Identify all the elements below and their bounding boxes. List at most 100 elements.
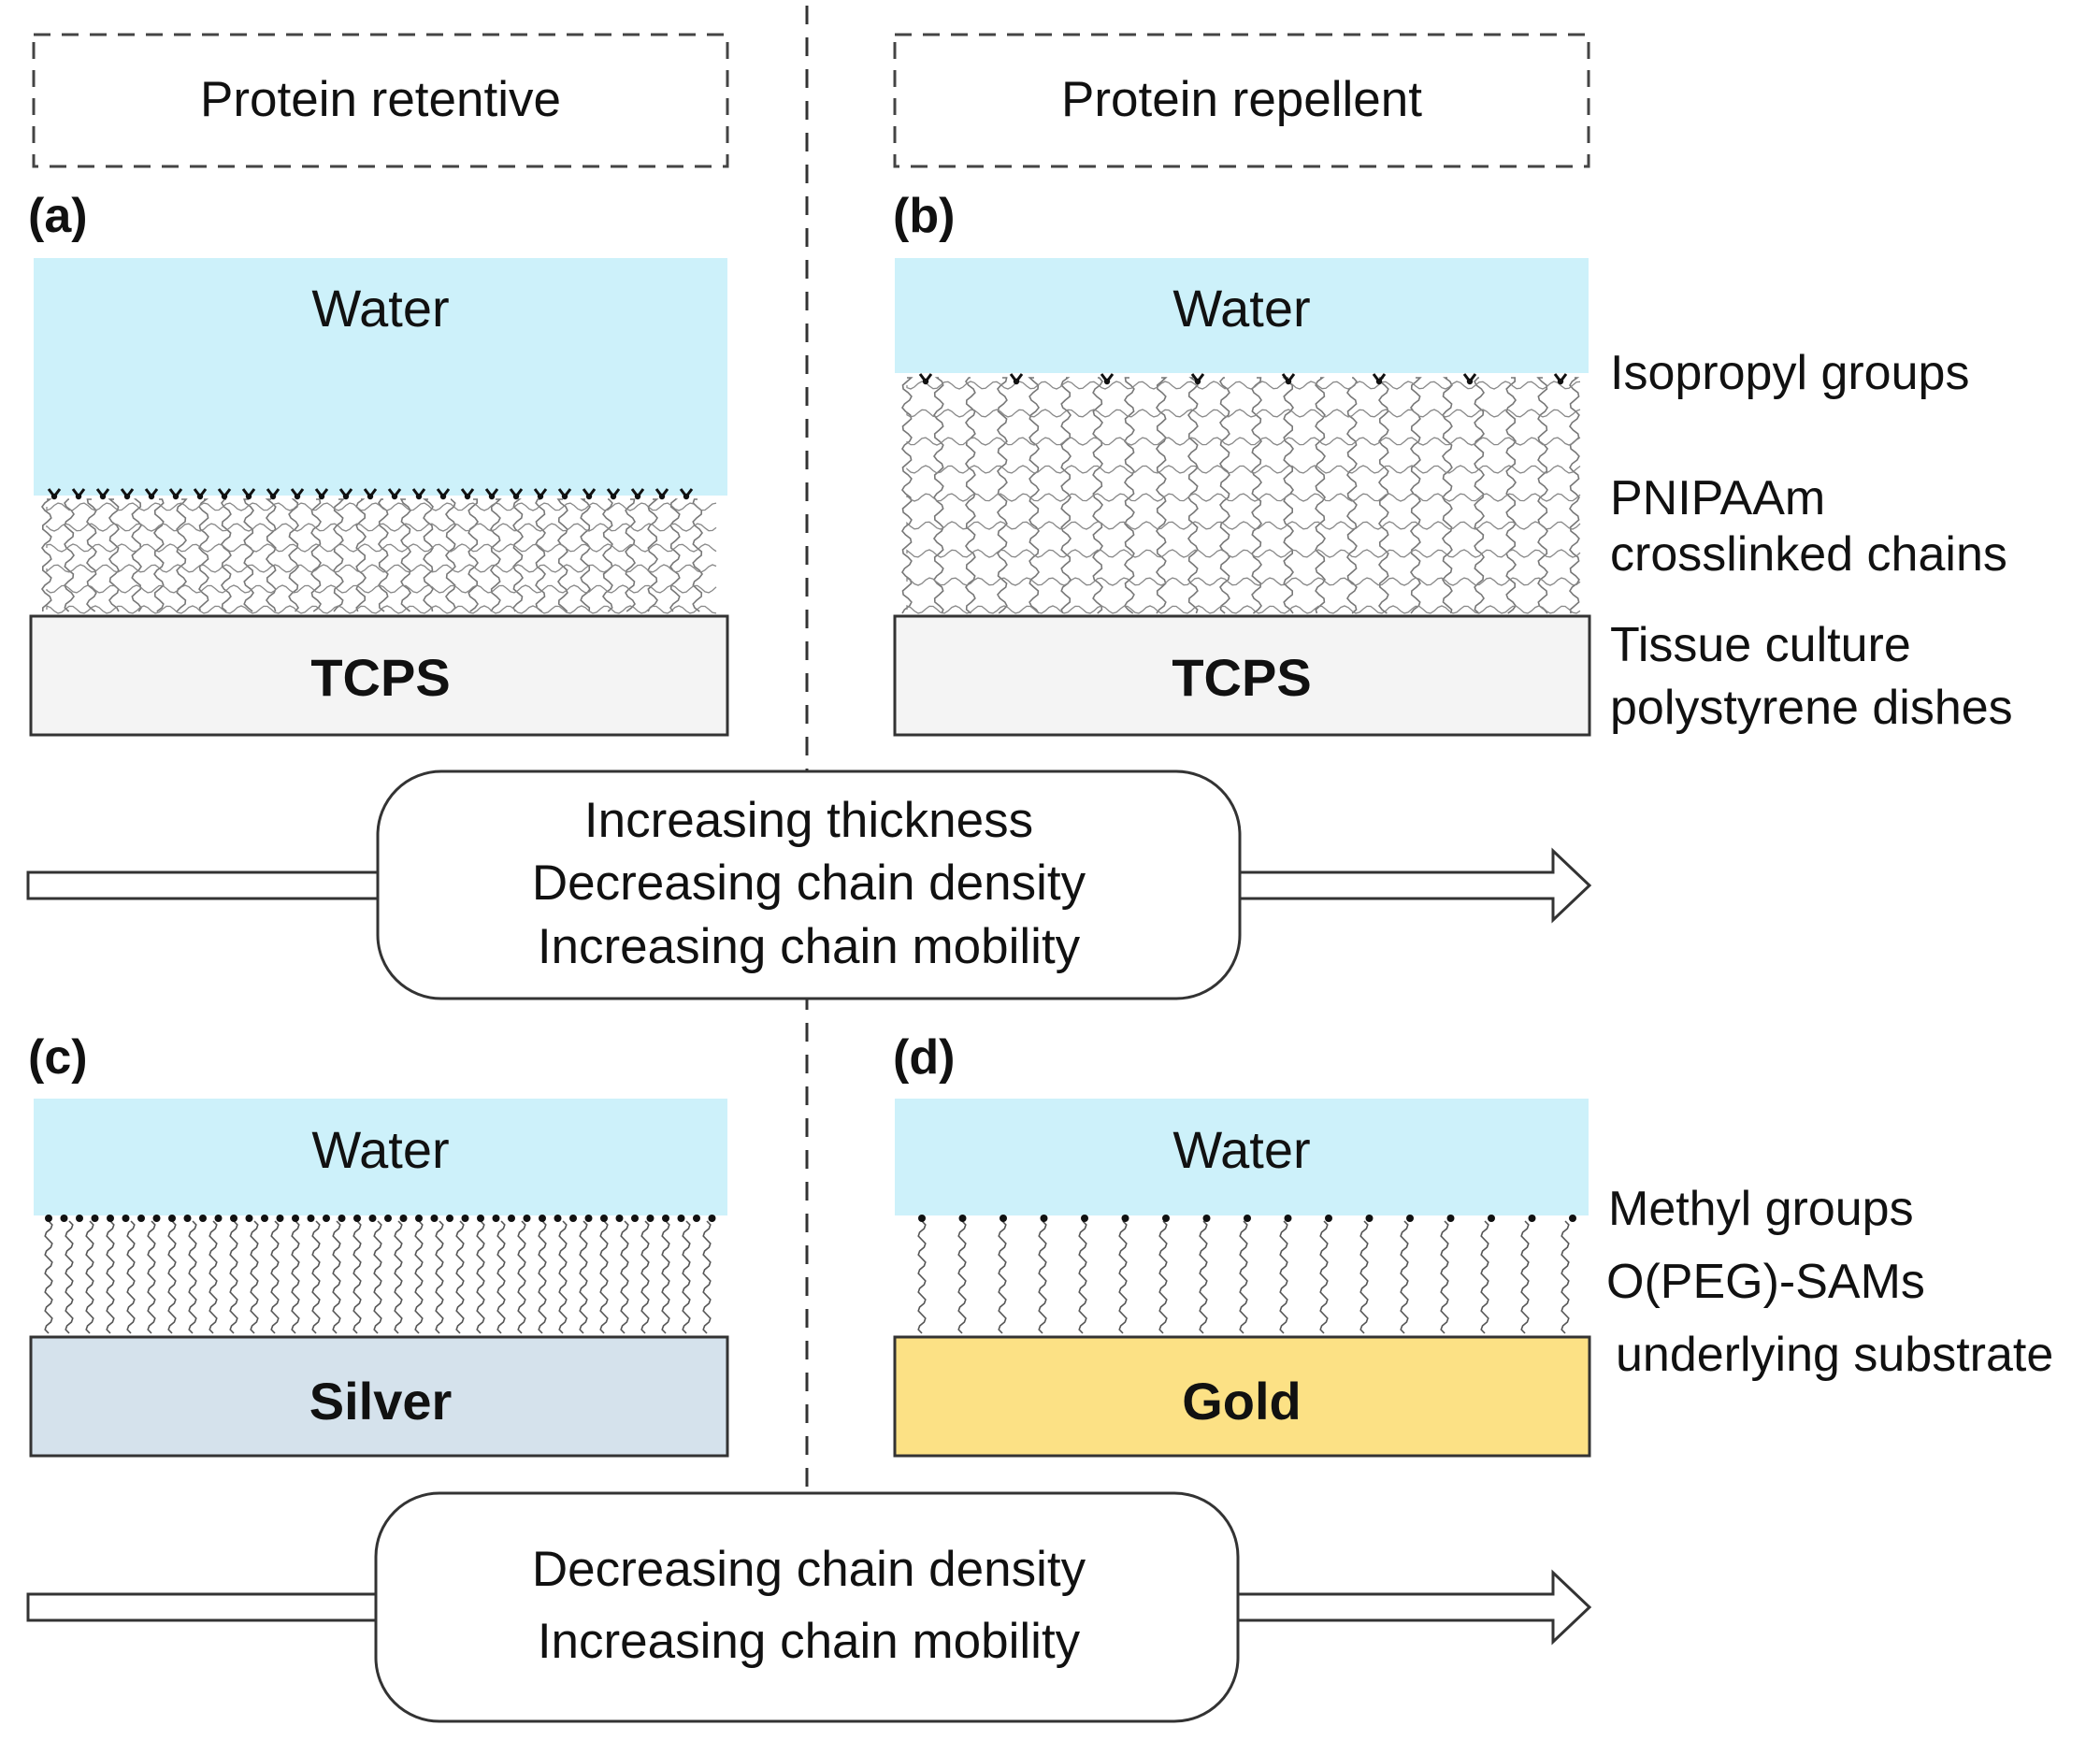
isopropyl-group-dot [537,493,544,500]
polymer-chain [1505,377,1517,614]
isopropyl-group-dot [148,493,155,500]
water-label-c: Water [311,1120,449,1179]
methyl-group [1325,1215,1332,1222]
arrow-bottom-line-2: Increasing chain mobility [538,1614,1081,1669]
sam-chain [250,1220,259,1334]
polymer-chain [1092,377,1103,614]
water-layer-a [34,258,727,496]
methyl-group [708,1215,716,1222]
methyl-group [368,1215,377,1222]
polymer-chain [512,498,524,612]
methyl-group [600,1215,608,1222]
sam-chain [1239,1220,1248,1334]
polymer-chain [153,498,165,612]
sam-chain [496,1220,506,1334]
polymer-chain [1378,377,1389,614]
polymer-chain [1124,377,1135,614]
crosslink [46,543,717,553]
isopropyl-group-dot [1103,378,1111,385]
polymer-chain [265,498,277,612]
arrow-top-line-1: Increasing thickness [584,793,1033,848]
crosslink [906,493,1581,502]
water-label-d: Water [1172,1120,1310,1179]
isopropyl-group-dot [75,493,82,500]
polymer-chain [1156,377,1168,614]
isopropyl-groups-b [918,373,1568,385]
water-label-b: Water [1172,279,1310,338]
methyl-group [1284,1215,1292,1222]
pnipaam-chains-b [901,377,1581,614]
arrow-box-top [376,769,1242,1000]
sam-chain [270,1220,280,1334]
methyl-group [1569,1215,1576,1222]
polymer-chain [221,498,232,612]
methyl-group [276,1215,284,1222]
polymer-chain [310,498,322,612]
polymer-chain [692,498,703,612]
polymer-chain [1569,377,1580,614]
methyl-group [415,1215,423,1222]
polymer-chain [378,498,389,612]
isopropyl-group-dot [561,493,568,500]
panel-label-a: (a) [28,189,88,243]
sam-chain [1199,1220,1208,1334]
isopropyl-group-dot [1466,378,1474,385]
isopropyl-group-dot [634,493,641,500]
isopropyl-group-dot [172,493,180,500]
sam-chain [1118,1220,1128,1334]
sam-chain [1480,1220,1489,1334]
sam-chain [394,1220,403,1334]
methyl-group [399,1215,408,1222]
crosslink [906,604,1581,614]
sam-chain [147,1220,156,1334]
tcps-substrate-a [29,614,729,737]
isopropyl-group-dot [269,493,277,500]
polymer-chain [580,498,591,612]
methyl-group [539,1215,546,1222]
sam-chain [291,1220,300,1334]
header-retentive: Protein retentive [200,72,561,127]
isopropyl-group-dot [245,493,252,500]
sam-chain [1561,1220,1570,1334]
methyl-group [958,1215,967,1222]
sam-chain [998,1220,1007,1334]
sam-chain [1038,1220,1047,1334]
polymer-chain [176,498,188,612]
methyl-group [492,1215,500,1222]
water-layer-d [895,1099,1589,1215]
label-crosslinked-chains: crosslinked chains [1610,527,2007,582]
isopropyl-group-dot [1285,378,1292,385]
methyl-group [508,1215,515,1222]
isopropyl-group-dot [367,493,374,500]
sam-chains-d [917,1220,1570,1334]
sam-chain [373,1220,382,1334]
sam-chain [957,1220,967,1334]
polymer-chain [64,498,75,612]
sam-chain [332,1220,341,1334]
methyl-group [199,1215,207,1222]
sam-chain [917,1220,927,1334]
methyl-group [1446,1215,1455,1222]
polymer-chain [1028,377,1040,614]
methyl-group [584,1215,593,1222]
polymer-chain [1346,377,1358,614]
sam-chain [1078,1220,1087,1334]
methyl-group [693,1215,700,1222]
polymer-chain [997,377,1008,614]
methyl-group [245,1215,253,1222]
sam-chain [188,1220,197,1334]
sam-chain [640,1220,650,1334]
polymer-chain [355,498,367,612]
sam-chain [1520,1220,1530,1334]
sam-chain [1440,1220,1449,1334]
isopropyl-group-dot [342,493,350,500]
crosslink [906,549,1581,558]
sam-chain [620,1220,629,1334]
water-layer-b [895,258,1589,373]
label-opeg-sams: O(PEG)-SAMs [1606,1255,1925,1309]
panel-label-d: (d) [893,1030,955,1085]
isopropyl-group-dot [1013,378,1020,385]
sam-chain [1359,1220,1369,1334]
methyl-group [1040,1215,1048,1222]
crosslink [906,409,1581,418]
